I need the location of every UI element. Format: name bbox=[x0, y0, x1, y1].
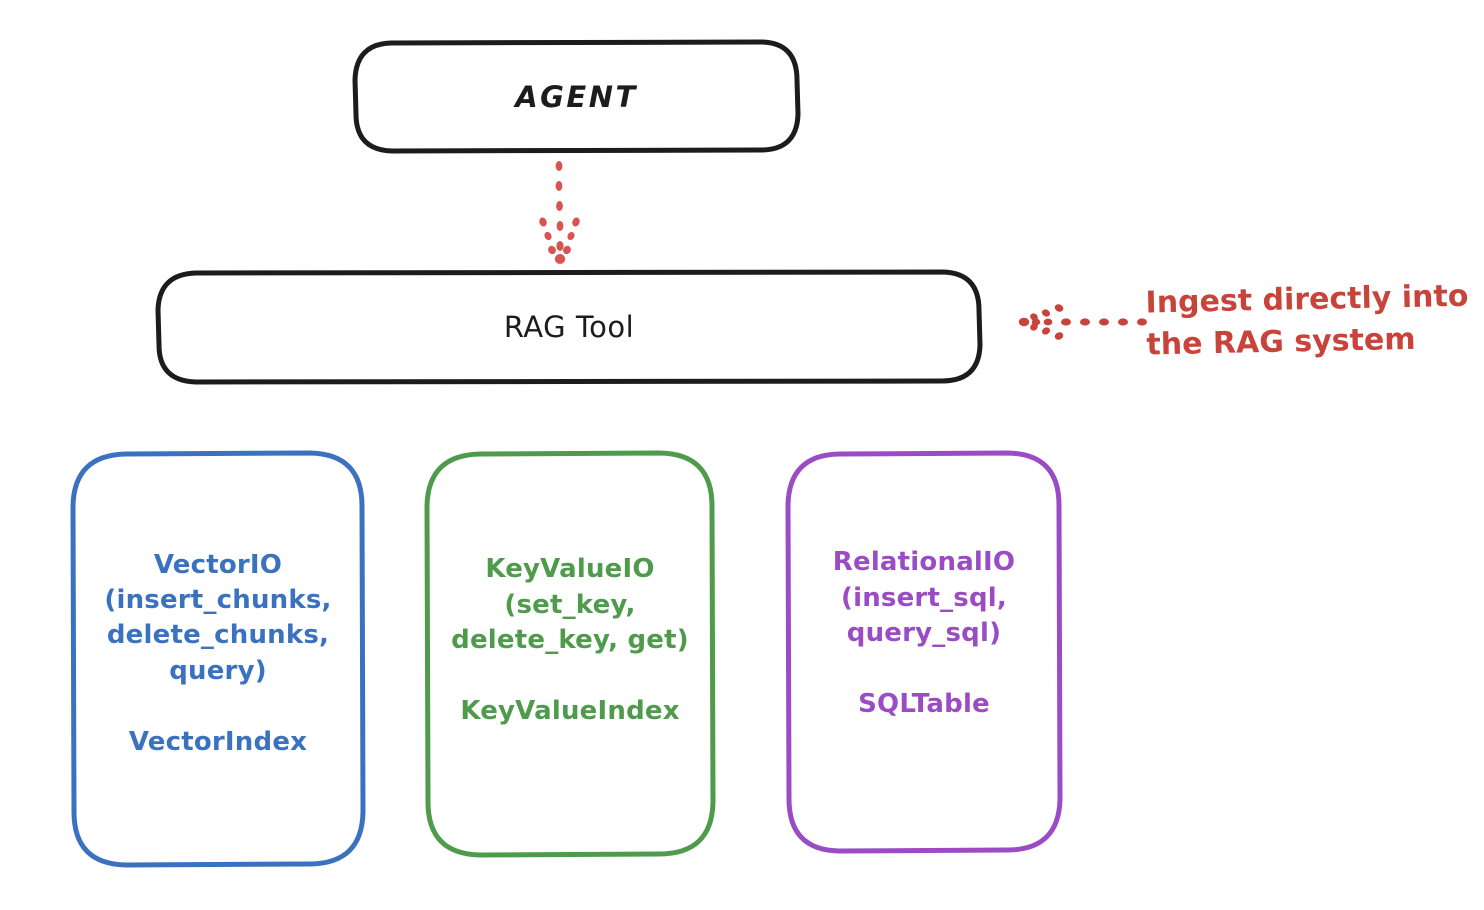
ingest-annotation-text: Ingest directly into the RAG system bbox=[1145, 278, 1469, 363]
node-relational-io[interactable]: RelationalIO (insert_sql, query_sql) SQL… bbox=[785, 450, 1063, 854]
key-value-io-secondary-label: KeyValueIndex bbox=[460, 696, 680, 727]
relational-io-primary-label: RelationalIO (insert_sql, query_sql) bbox=[832, 547, 1016, 648]
ingest-into-rag-arrow bbox=[1018, 304, 1147, 340]
node-agent[interactable]: AGENT bbox=[352, 39, 801, 154]
agent-label: AGENT bbox=[515, 79, 638, 114]
node-rag-tool[interactable]: RAG Tool bbox=[155, 269, 983, 385]
vector-io-secondary-label: VectorIndex bbox=[128, 727, 308, 758]
node-vector-io[interactable]: VectorIO (insert_chunks, delete_chunks, … bbox=[70, 450, 366, 868]
relational-io-box-outline bbox=[785, 450, 1063, 854]
agent-to-rag-tool-arrow bbox=[539, 161, 580, 264]
relational-io-secondary-label: SQLTable bbox=[858, 689, 990, 720]
key-value-io-primary-label: KeyValueIO (set_key, delete_key, get) bbox=[451, 554, 689, 655]
rag-tool-label: RAG Tool bbox=[503, 310, 635, 344]
node-key-value-io[interactable]: KeyValueIO (set_key, delete_key, get) Ke… bbox=[424, 450, 716, 858]
vector-io-primary-label: VectorIO (insert_chunks, delete_chunks, … bbox=[104, 549, 332, 686]
